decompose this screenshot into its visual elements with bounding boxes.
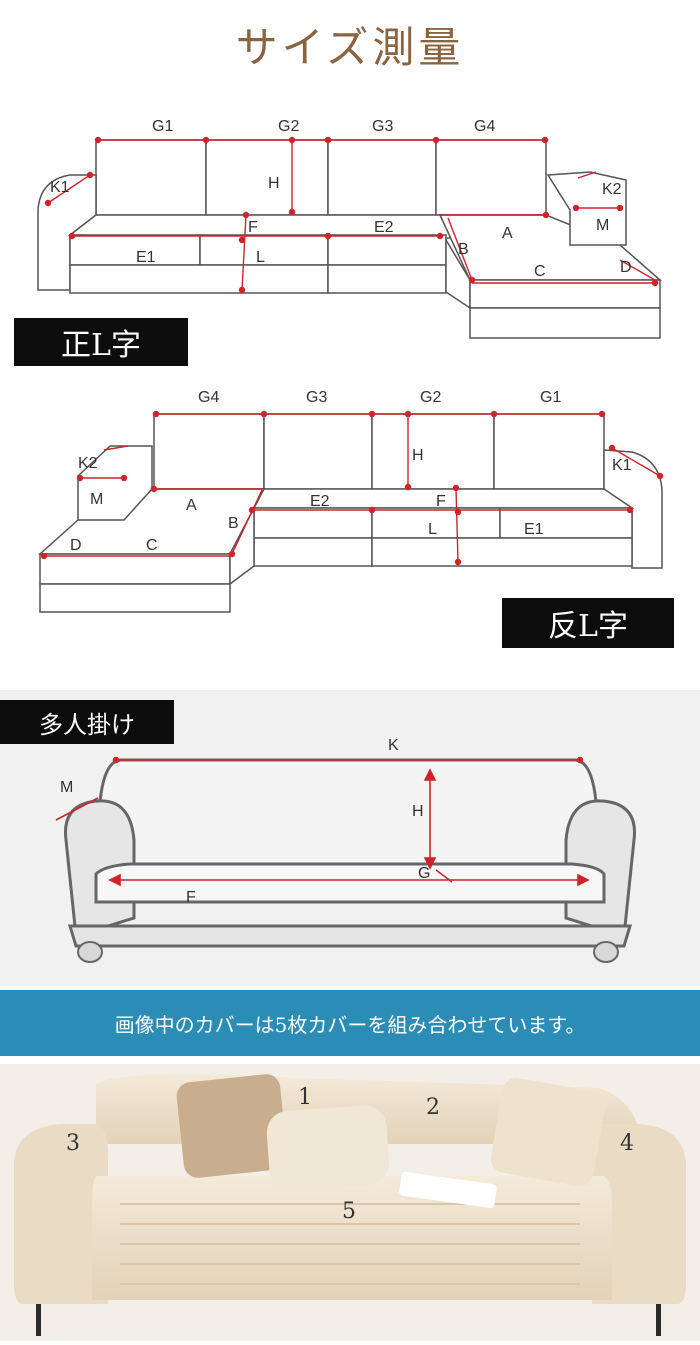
label-m: M <box>60 779 73 796</box>
photo-number-1: 1 <box>298 1085 312 1110</box>
label-d: D <box>70 537 82 554</box>
page-title: サイズ測量 <box>235 23 465 72</box>
label-e1: E1 <box>136 249 156 266</box>
label-a: A <box>186 497 197 514</box>
photo-number-4: 4 <box>620 1131 634 1156</box>
label-k2: K2 <box>78 455 98 472</box>
label-g4: G4 <box>474 118 495 135</box>
sofa-photo: 1 2 3 4 5 <box>0 1064 700 1341</box>
label-g1: G1 <box>540 389 561 406</box>
label-m: M <box>596 217 609 234</box>
label-b: B <box>228 515 239 532</box>
label-h: H <box>268 175 280 192</box>
label-k1: K1 <box>50 179 70 196</box>
photo-number-5: 5 <box>342 1199 356 1224</box>
multi-seat-tag: 多人掛け <box>0 700 174 744</box>
label-g3: G3 <box>372 118 393 135</box>
reverse-l-diagram: G4 G3 G2 G1 K2 K1 M A B C D H E2 F L E1 <box>0 380 700 620</box>
normal-l-sofa-drawing: G1 G2 G3 G4 K1 K2 H F L E1 E2 A B C D M <box>37 118 662 339</box>
label-g3: G3 <box>306 389 327 406</box>
label-l: L <box>256 249 265 266</box>
sofa-photo-illustration: 1 2 3 4 5 <box>0 1064 700 1341</box>
label-l: L <box>428 521 437 538</box>
cover-info-banner: 画像中のカバーは5枚カバーを組み合わせています。 <box>0 990 700 1056</box>
photo-number-2: 2 <box>426 1095 440 1120</box>
label-e2: E2 <box>310 493 330 510</box>
reverse-l-sofa-drawing: G4 G3 G2 G1 K2 K1 M A B C D H E2 F L E1 <box>38 389 664 613</box>
label-c: C <box>146 537 158 554</box>
normal-l-diagram: G1 G2 G3 G4 K1 K2 H F L E1 E2 A B C D M <box>0 100 700 370</box>
label-d: D <box>620 259 632 276</box>
label-g2: G2 <box>278 118 299 135</box>
label-g2: G2 <box>420 389 441 406</box>
multi-seat-diagram: K M H G F 多人掛け <box>0 690 700 986</box>
label-g4: G4 <box>198 389 219 406</box>
multi-seat-sofa-drawing: K M H G F <box>55 737 636 963</box>
label-g1: G1 <box>152 118 173 135</box>
reverse-l-tag: 反L字 <box>502 598 674 648</box>
label-e2: E2 <box>374 219 394 236</box>
label-k1: K1 <box>612 457 632 474</box>
label-h: H <box>412 447 424 464</box>
label-g: G <box>418 865 430 882</box>
label-m: M <box>90 491 103 508</box>
label-f: F <box>436 493 446 510</box>
label-e1: E1 <box>524 521 544 538</box>
label-h: H <box>412 803 424 820</box>
label-k2: K2 <box>602 181 622 198</box>
label-b: B <box>458 241 469 258</box>
label-f: F <box>186 889 196 906</box>
normal-l-tag: 正L字 <box>14 318 188 366</box>
label-a: A <box>502 225 513 242</box>
label-c: C <box>534 263 546 280</box>
label-f: F <box>248 219 258 236</box>
photo-number-3: 3 <box>66 1131 80 1156</box>
label-k: K <box>388 737 399 754</box>
